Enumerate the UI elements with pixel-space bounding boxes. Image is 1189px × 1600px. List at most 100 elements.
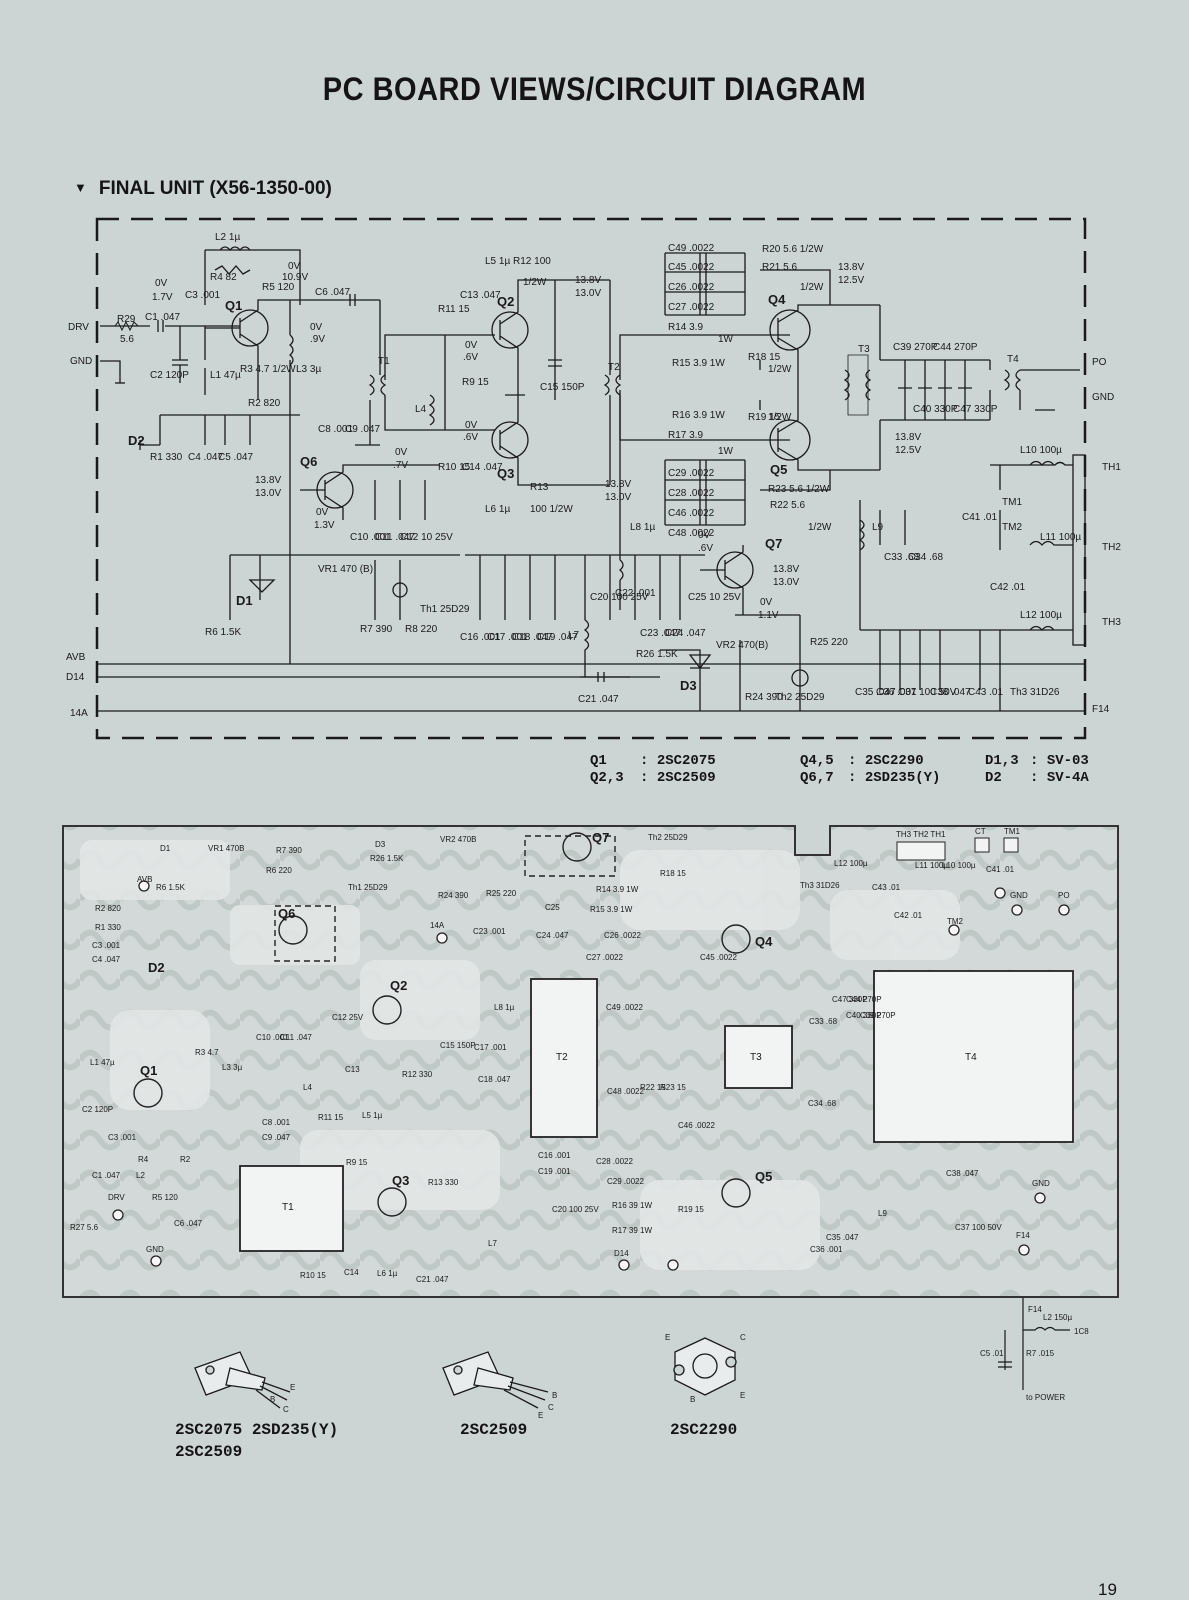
comp-label: .6V xyxy=(463,432,478,443)
comp-label: C36 .001 xyxy=(876,687,917,698)
comp-label: C28 .0022 xyxy=(668,488,715,499)
comp-label: 13.8V xyxy=(255,475,281,486)
comp-label: C49 .0022 xyxy=(668,243,715,254)
inset-label: 1C8 xyxy=(1074,1327,1089,1336)
t1-block xyxy=(239,1165,344,1252)
board-label: C9 .047 xyxy=(262,1133,291,1142)
board-label: C40 330P xyxy=(846,1011,882,1020)
package-caption-2: 2SC2509 xyxy=(460,1421,527,1439)
comp-label: 13.8V xyxy=(605,479,631,490)
schematic-terminal-labels: DRV GND AVB D14 14A PO GND TH1 TH2 TH3 F… xyxy=(66,322,1121,719)
comp-label: R5 120 xyxy=(262,282,295,293)
terminal-gnd-right: GND xyxy=(1092,392,1114,403)
comp-label: R17 3.9 xyxy=(668,430,703,441)
board-t1-label: T1 xyxy=(282,1202,294,1213)
board-label: R22 15 xyxy=(640,1083,666,1092)
comp-label: R15 3.9 1W xyxy=(672,358,725,369)
board-label: Th3 31D26 xyxy=(800,881,840,890)
board-label: C10 .001 xyxy=(256,1033,289,1042)
svg-text:B: B xyxy=(690,1395,695,1404)
comp-label: C13 .047 xyxy=(460,290,501,301)
board-label: C13 xyxy=(345,1065,360,1074)
terminal-14a: 14A xyxy=(70,708,88,719)
board-label: L6 1µ xyxy=(377,1269,398,1278)
comp-label: C29 .0022 xyxy=(668,468,715,479)
board-label: C4 .047 xyxy=(92,955,121,964)
comp-label: 13.0V xyxy=(575,288,601,299)
comp-label: 1W xyxy=(718,334,734,345)
page-number: 19 xyxy=(1098,1580,1117,1599)
package-drawings xyxy=(194,1337,737,1409)
board-label: R2 xyxy=(180,1155,191,1164)
q4-label: Q4 xyxy=(768,292,786,307)
board-q4 xyxy=(721,924,751,954)
legend-part-q1-value: 2SC2075 xyxy=(657,753,716,769)
board-label: L4 xyxy=(303,1083,312,1092)
board-label: VR1 470B xyxy=(208,844,244,853)
comp-label: R24 390 xyxy=(745,692,783,703)
board-label: CT xyxy=(975,827,986,836)
triangle-marker-icon: ▼ xyxy=(74,180,87,195)
comp-label: .6V xyxy=(698,543,713,554)
board-t3-label: T3 xyxy=(750,1052,762,1063)
terminal-th3: TH3 xyxy=(1102,617,1121,628)
comp-label: R26 1.5K xyxy=(636,649,678,660)
comp-label: C8 .001 xyxy=(318,424,353,435)
board-label: L10 100µ xyxy=(942,861,976,870)
comp-label: C33 .68 xyxy=(884,552,919,563)
board-label: C12 25V xyxy=(332,1013,364,1022)
board-q2 xyxy=(372,995,402,1025)
comp-label: C40 330P xyxy=(913,404,958,415)
legend-ref-q67: Q6,7 xyxy=(800,770,834,786)
comp-label: L3 3µ xyxy=(296,364,321,375)
t4-label: T4 xyxy=(1007,354,1019,365)
svg-text:E: E xyxy=(740,1391,745,1400)
board-label: R4 xyxy=(138,1155,149,1164)
comp-label: R14 3.9 xyxy=(668,322,703,333)
legend-ref-q23: Q2,3 xyxy=(590,770,624,786)
comp-label: 1.7V xyxy=(152,292,173,303)
board-label: C26 .0022 xyxy=(604,931,641,940)
legend-part-q1: : 2SC2075 xyxy=(640,753,716,769)
svg-text:C: C xyxy=(283,1405,289,1414)
legend-part-q67-value: 2SD235(Y) xyxy=(865,770,941,786)
board-label: R23 15 xyxy=(660,1083,686,1092)
comp-label: C39 270P xyxy=(893,342,938,353)
comp-label: .6V xyxy=(463,352,478,363)
board-label: C49 .0022 xyxy=(606,1003,643,1012)
inset-label: L2 150µ xyxy=(1043,1313,1072,1322)
board-label: L8 1µ xyxy=(494,1003,515,1012)
inset-label: C5 .01 xyxy=(980,1349,1004,1358)
board-label: R16 39 1W xyxy=(612,1201,652,1210)
schematic-component-labels: L2 1µ R4 82 R5 120 0V 10.9V C3 .001 0V 1… xyxy=(117,232,1081,705)
board-label: C19 .001 xyxy=(538,1167,571,1176)
t1-label: T1 xyxy=(378,356,390,367)
board-label: R11 15 xyxy=(318,1113,344,1122)
legend-part-d13: : SV-03 xyxy=(1030,753,1089,769)
board-label: R1 330 xyxy=(95,923,121,932)
comp-label: 13.0V xyxy=(255,488,281,499)
comp-label: C47 330P xyxy=(953,404,998,415)
terminal-drv: DRV xyxy=(68,322,89,333)
comp-label: 0V xyxy=(698,530,711,541)
comp-label: R2 820 xyxy=(248,398,281,409)
comp-label: 0V xyxy=(288,261,301,272)
board-q5 xyxy=(721,1178,751,1208)
board-label: C28 .0022 xyxy=(596,1157,633,1166)
board-label: R2 820 xyxy=(95,904,121,913)
comp-label: C9 .047 xyxy=(345,424,380,435)
comp-label: C35 .047 xyxy=(855,687,896,698)
board-label: C36 .001 xyxy=(810,1245,843,1254)
board-label: D3 xyxy=(375,840,386,849)
legend-ref-q45: Q4,5 xyxy=(800,753,834,769)
legend-part-d2-value: SV-4A xyxy=(1047,770,1090,786)
svg-text:E: E xyxy=(538,1411,543,1420)
comp-label: C27 .0022 xyxy=(668,302,715,313)
board-label: L11 100µ xyxy=(915,861,948,870)
t2-label: T2 xyxy=(608,362,620,373)
comp-label: 100 1/2W xyxy=(530,504,573,515)
board-label: C6 .047 xyxy=(174,1219,203,1228)
unit-border xyxy=(95,217,1087,740)
board-label: L9 xyxy=(878,1209,887,1218)
board-label: R18 15 xyxy=(660,869,686,878)
